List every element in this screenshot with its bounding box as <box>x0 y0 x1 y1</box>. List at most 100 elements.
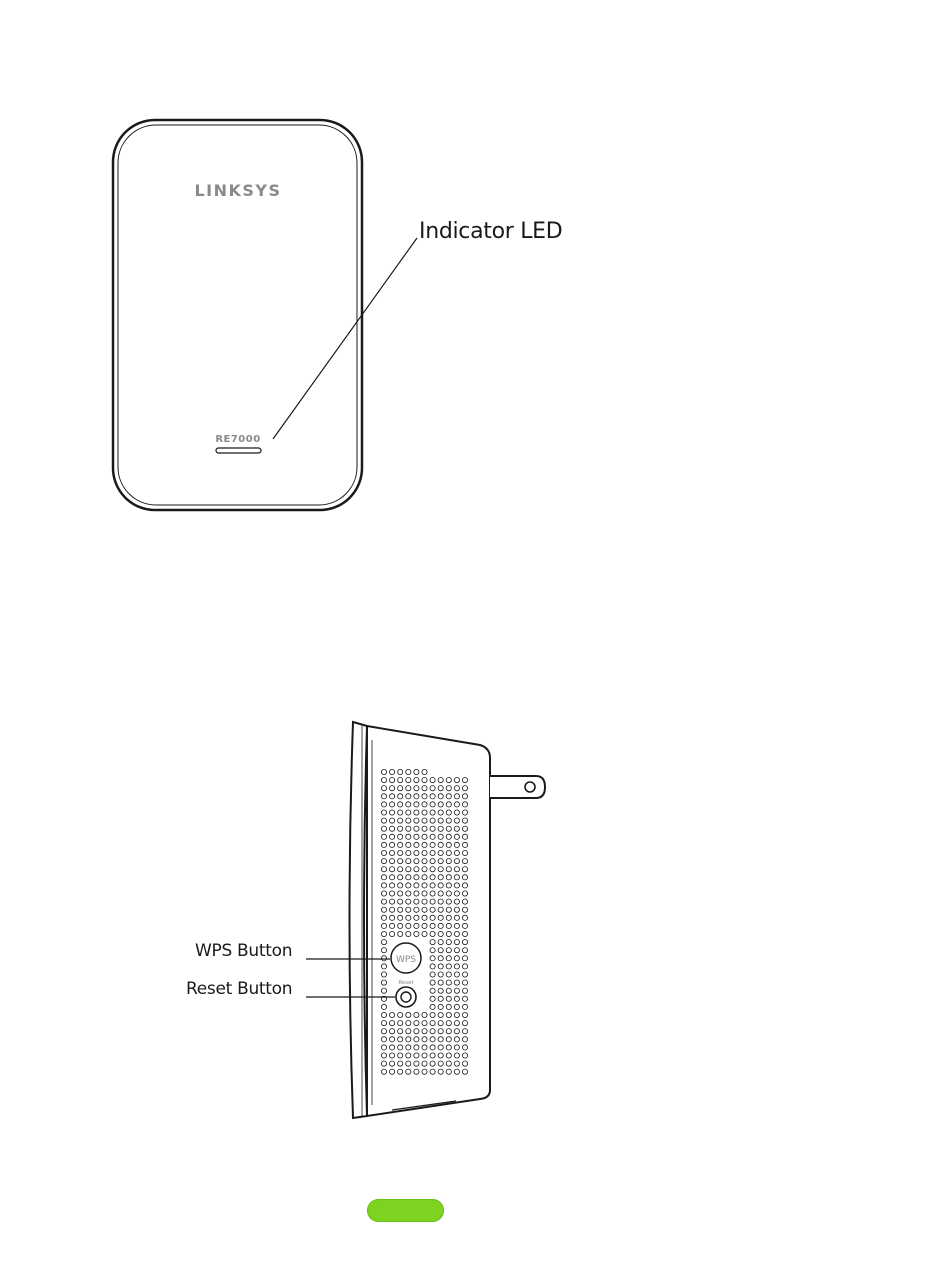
vent-hole <box>406 786 411 791</box>
vent-hole <box>398 875 403 880</box>
vent-hole <box>430 810 435 815</box>
vent-hole <box>381 980 386 985</box>
vent-hole <box>398 826 403 831</box>
vent-hole <box>430 972 435 977</box>
vent-hole <box>430 1061 435 1066</box>
vent-hole <box>430 907 435 912</box>
vent-hole <box>381 1037 386 1042</box>
vent-hole <box>446 883 451 888</box>
vent-hole <box>438 1021 443 1026</box>
vent-hole <box>430 948 435 953</box>
vent-hole <box>390 859 395 864</box>
reset-button-callout: Reset Button <box>186 979 292 999</box>
vent-hole <box>430 867 435 872</box>
vent-hole <box>438 842 443 847</box>
vent-hole <box>422 931 427 936</box>
vent-hole <box>406 818 411 823</box>
vent-hole <box>462 1021 467 1026</box>
vent-hole <box>438 956 443 961</box>
vent-hole <box>398 1037 403 1042</box>
vent-hole <box>398 1053 403 1058</box>
vent-hole <box>462 923 467 928</box>
vent-hole <box>414 810 419 815</box>
vent-hole <box>398 769 403 774</box>
vent-hole <box>430 786 435 791</box>
vent-hole <box>398 1012 403 1017</box>
vent-hole <box>430 794 435 799</box>
vent-hole <box>438 1053 443 1058</box>
vent-hole <box>438 891 443 896</box>
vent-hole <box>438 850 443 855</box>
vent-hole <box>462 1004 467 1009</box>
vent-hole <box>381 1004 386 1009</box>
vent-hole <box>381 794 386 799</box>
vent-hole <box>454 931 459 936</box>
vent-hole <box>390 818 395 823</box>
vent-hole <box>414 842 419 847</box>
vent-hole <box>462 1045 467 1050</box>
vent-hole <box>390 923 395 928</box>
vent-hole <box>406 899 411 904</box>
vent-hole <box>430 826 435 831</box>
vent-hole <box>462 1053 467 1058</box>
vent-hole <box>381 1061 386 1066</box>
vent-hole <box>406 1045 411 1050</box>
vent-hole <box>390 891 395 896</box>
vent-hole <box>446 778 451 783</box>
vent-hole <box>446 907 451 912</box>
reset-button-text: Reset <box>398 980 414 986</box>
vent-hole <box>381 931 386 936</box>
vent-hole <box>462 1029 467 1034</box>
vent-hole <box>430 1037 435 1042</box>
vent-hole <box>454 996 459 1001</box>
vent-hole <box>430 850 435 855</box>
vent-hole <box>398 867 403 872</box>
vent-hole <box>462 842 467 847</box>
vent-hole <box>438 940 443 945</box>
vent-hole <box>430 1053 435 1058</box>
vent-hole <box>446 867 451 872</box>
vent-hole <box>430 931 435 936</box>
vent-hole <box>454 818 459 823</box>
vent-hole <box>390 778 395 783</box>
vent-hole <box>381 948 386 953</box>
vent-hole <box>406 802 411 807</box>
vent-hole <box>454 1029 459 1034</box>
vent-hole <box>454 980 459 985</box>
vent-hole <box>381 818 386 823</box>
vent-hole <box>381 834 386 839</box>
vent-hole <box>462 810 467 815</box>
vent-hole <box>446 923 451 928</box>
vent-hole <box>398 802 403 807</box>
vent-hole <box>406 883 411 888</box>
vent-hole <box>454 940 459 945</box>
vent-hole <box>406 1012 411 1017</box>
vent-hole <box>438 988 443 993</box>
vent-hole <box>430 859 435 864</box>
vent-hole <box>390 810 395 815</box>
vent-hole <box>414 1061 419 1066</box>
vent-hole <box>381 842 386 847</box>
vent-hole <box>446 1012 451 1017</box>
vent-hole <box>446 826 451 831</box>
device-front-view: LINKSYS RE7000 <box>0 0 950 560</box>
vent-hole <box>462 931 467 936</box>
vent-hole <box>430 996 435 1001</box>
vent-hole <box>381 891 386 896</box>
vent-hole <box>446 964 451 969</box>
vent-hole <box>422 810 427 815</box>
vent-hole <box>414 931 419 936</box>
vent-hole <box>430 964 435 969</box>
vent-hole <box>462 786 467 791</box>
vent-hole <box>414 875 419 880</box>
vent-hole <box>414 907 419 912</box>
vent-hole <box>398 850 403 855</box>
vent-hole <box>398 923 403 928</box>
vent-hole <box>414 1069 419 1074</box>
vent-hole <box>430 915 435 920</box>
vent-hole <box>462 1069 467 1074</box>
vent-hole <box>422 842 427 847</box>
vent-hole <box>398 915 403 920</box>
vent-hole <box>438 980 443 985</box>
indicator-led-callout: Indicator LED <box>419 219 562 244</box>
